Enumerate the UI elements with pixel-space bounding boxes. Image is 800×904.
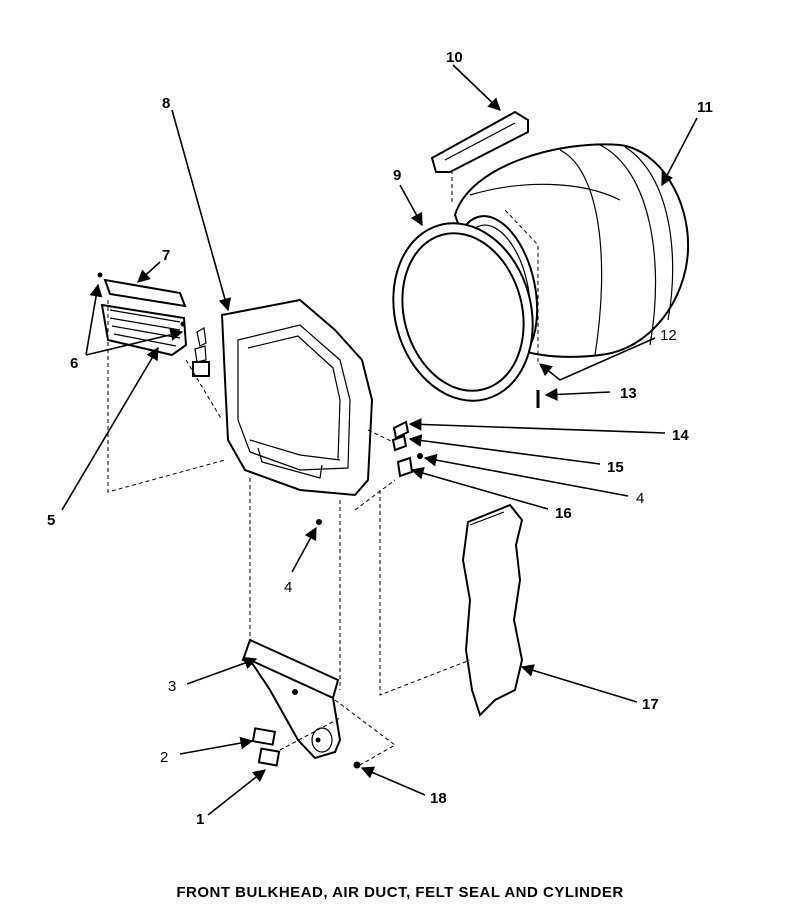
callout-5: 5 [47,512,55,529]
switch-bracket [192,327,210,377]
callout-12: 12 [660,327,677,344]
callout-4-left: 4 [284,579,292,596]
callout-9: 9 [393,167,401,184]
air-duct [241,638,342,760]
screw-4-lower [316,519,322,525]
callout-13: 13 [620,385,637,402]
assembly-dashed-lines [107,170,539,766]
callout-labels: 10 11 8 9 7 6 5 12 13 14 15 4 16 4 3 2 1… [47,49,713,828]
screw-18 [353,761,361,769]
leader-lines [61,64,698,816]
lint-filter-assembly [97,272,188,357]
callout-6: 6 [70,355,78,372]
callout-7: 7 [162,247,170,264]
diagram-caption: FRONT BULKHEAD, AIR DUCT, FELT SEAL AND … [176,884,624,901]
callout-1: 1 [196,811,204,828]
callout-8: 8 [162,95,170,112]
duct-seal-pieces [251,727,281,767]
callout-14: 14 [672,427,689,444]
clip-parts [391,420,423,478]
callout-3: 3 [168,678,176,695]
callout-17: 17 [642,696,659,713]
felt-insulation-strip [461,503,524,717]
callout-16: 16 [555,505,572,522]
felt-seal-ring [392,222,534,402]
callout-11: 11 [697,99,713,116]
callout-10: 10 [446,49,463,66]
front-bulkhead [220,298,374,497]
top-bracket [430,110,529,173]
callout-2: 2 [160,749,168,766]
callout-4-right: 4 [636,490,644,507]
callout-18: 18 [430,790,447,807]
callout-15: 15 [607,459,624,476]
